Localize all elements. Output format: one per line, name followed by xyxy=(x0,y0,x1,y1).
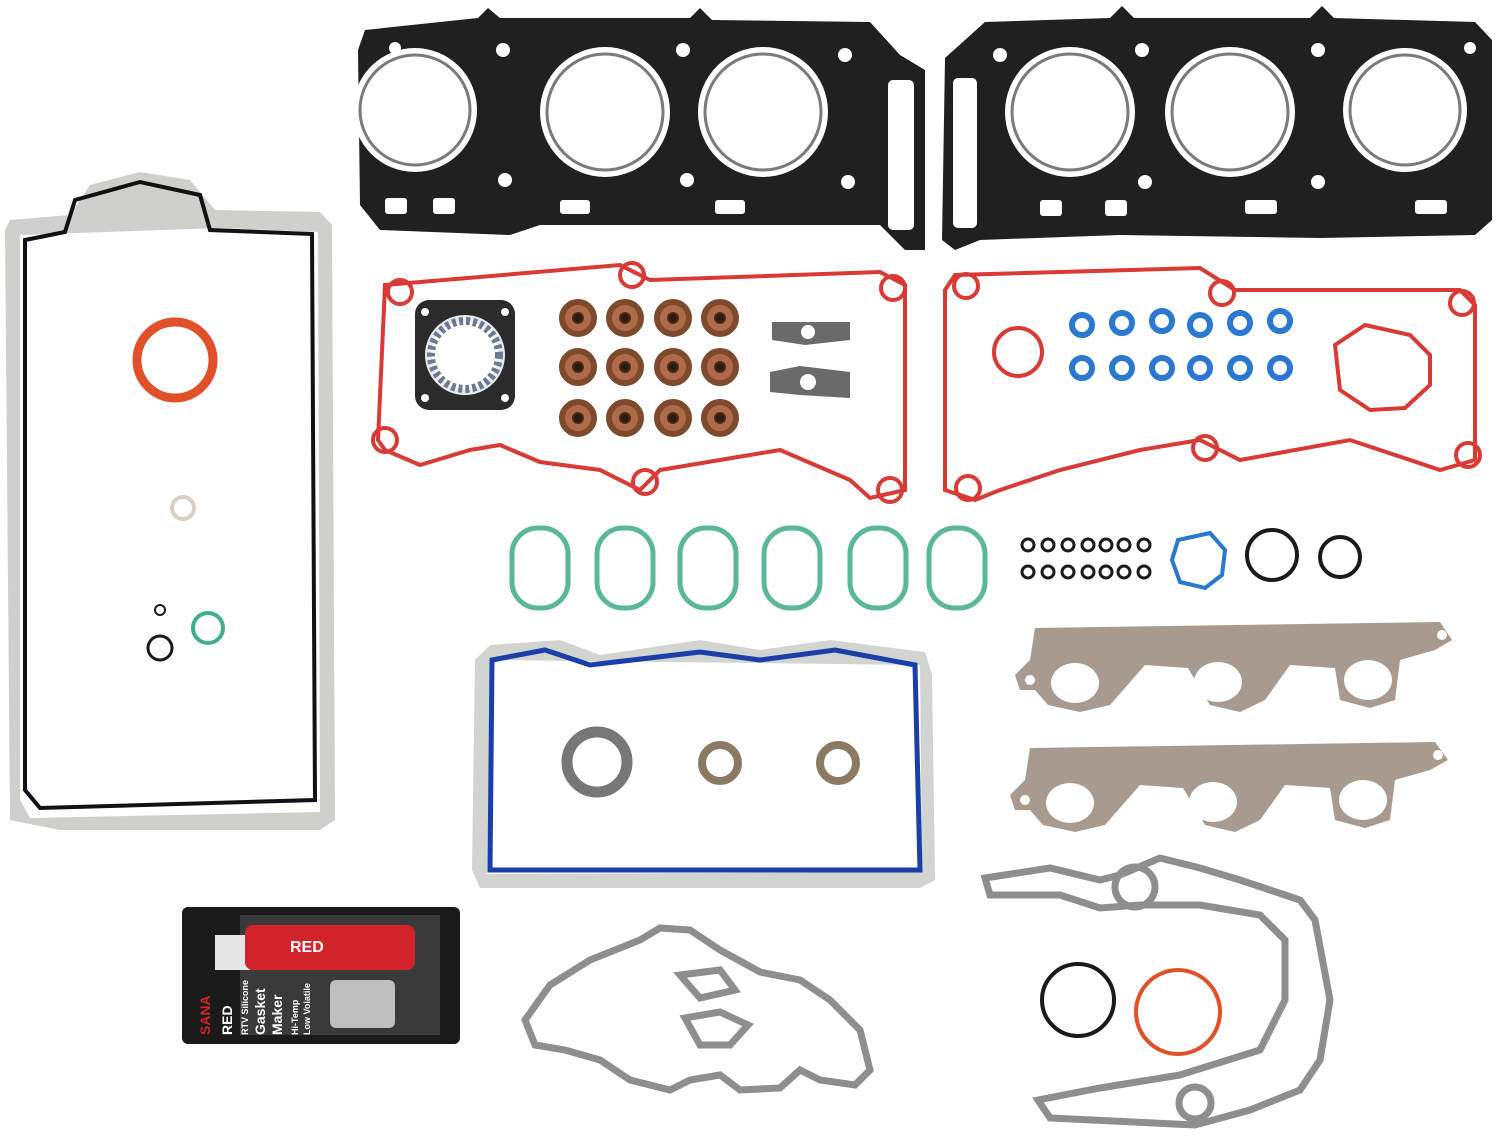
spark-tube-seal xyxy=(992,326,1044,378)
valve-stem-seal-core xyxy=(619,412,631,424)
intake-manifold-gasket xyxy=(509,525,571,611)
oil-pan-gasket xyxy=(5,172,335,830)
blue-o-ring xyxy=(1227,310,1253,336)
valve-stem-seal-core xyxy=(714,361,726,373)
head-gasket-left xyxy=(353,8,925,250)
fuel-injector-o-rings xyxy=(1020,537,1152,580)
blue-o-ring xyxy=(1267,308,1293,334)
valve-stem-seal-core xyxy=(714,312,726,324)
cam-seal-left xyxy=(698,741,742,785)
blue-o-ring xyxy=(1187,355,1213,381)
thermostat-housing-seal xyxy=(1332,322,1432,413)
oil-pickup-seal xyxy=(170,495,196,521)
blue-o-ring xyxy=(1149,355,1175,381)
cam-seal-right xyxy=(816,741,860,785)
head-gasket-right xyxy=(942,6,1492,250)
rear-main-seal xyxy=(132,317,218,403)
exhaust-manifold-gasket-upper xyxy=(1015,622,1452,712)
intake-manifold-gasket xyxy=(926,525,988,611)
black-o-ring xyxy=(1020,537,1036,553)
valve-cover-gasket-left xyxy=(371,261,907,504)
blue-o-ring xyxy=(1267,355,1293,381)
black-o-ring xyxy=(1080,537,1096,553)
oil-filter-adapter-o-ring xyxy=(191,611,225,645)
black-o-ring xyxy=(1098,564,1114,580)
black-o-ring xyxy=(1136,537,1152,553)
valve-stem-seal-core xyxy=(714,412,726,424)
blue-o-ring xyxy=(1109,310,1135,336)
valve-stem-seal-core xyxy=(619,312,631,324)
black-o-ring xyxy=(1098,537,1114,553)
dipstick-o-ring xyxy=(146,634,174,662)
intake-manifold-gasket xyxy=(594,525,656,611)
intake-manifold-gaskets xyxy=(509,525,988,611)
rtv-line5: Hi-Temp xyxy=(290,999,300,1035)
valve-stem-seal-core xyxy=(619,361,631,373)
valve-stem-seal-core xyxy=(572,412,584,424)
blue-o-ring xyxy=(1187,312,1213,338)
black-o-ring xyxy=(1040,564,1056,580)
intake-manifold-gasket xyxy=(677,525,739,611)
black-o-ring xyxy=(1060,564,1076,580)
black-o-ring xyxy=(1040,537,1056,553)
rtv-silicone-package: RED SANA RED RTV Silicone Gasket Maker H… xyxy=(182,907,460,1044)
valve-stem-seal-core xyxy=(572,361,584,373)
valve-stem-seal-core xyxy=(667,412,679,424)
rtv-line6: Low Volatile xyxy=(302,983,312,1035)
blue-o-ring xyxy=(1069,355,1095,381)
large-o-ring xyxy=(1245,528,1299,582)
black-o-ring xyxy=(1116,537,1132,553)
valve-stem-seal-core xyxy=(572,312,584,324)
egr-gasket-lower xyxy=(770,366,850,398)
rtv-line1-side: RED xyxy=(219,1005,235,1035)
intake-manifold-gasket xyxy=(847,525,909,611)
black-o-ring xyxy=(1080,564,1096,580)
valve-cover-gasket-right xyxy=(943,265,1482,503)
valve-stem-seals xyxy=(559,299,739,437)
water-pump-gasket xyxy=(521,924,874,1094)
injector-o-rings xyxy=(1069,308,1293,381)
blue-o-ring xyxy=(1227,355,1253,381)
exhaust-manifold-gasket-lower xyxy=(1010,742,1448,832)
rtv-line4: Maker xyxy=(269,994,285,1035)
throttle-body-gasket xyxy=(415,300,515,410)
black-o-ring xyxy=(1136,564,1152,580)
rtv-line1: RED xyxy=(290,939,324,956)
coolant-crossover-seal xyxy=(1169,530,1228,591)
timing-cover-o-ring-black xyxy=(1040,962,1116,1038)
rtv-line3: Gasket xyxy=(252,988,268,1035)
blue-o-ring xyxy=(1109,355,1135,381)
valve-stem-seal-core xyxy=(667,361,679,373)
small-o-ring xyxy=(154,604,166,616)
black-o-ring xyxy=(1060,537,1076,553)
rtv-line2: RTV Silicone xyxy=(240,980,250,1035)
timing-cover-gasket xyxy=(980,854,1334,1129)
medium-o-ring xyxy=(1318,535,1362,579)
black-o-ring xyxy=(1116,564,1132,580)
egr-gasket-upper xyxy=(772,322,850,345)
intake-manifold-gasket xyxy=(761,525,823,611)
blue-o-ring xyxy=(1149,308,1175,334)
black-o-ring xyxy=(1020,564,1036,580)
rtv-brand: SANA xyxy=(197,995,213,1035)
valve-stem-seal-core xyxy=(667,312,679,324)
timing-cover-o-ring-orange xyxy=(1134,968,1222,1056)
front-crank-seal xyxy=(561,726,633,798)
blue-o-ring xyxy=(1069,312,1095,338)
